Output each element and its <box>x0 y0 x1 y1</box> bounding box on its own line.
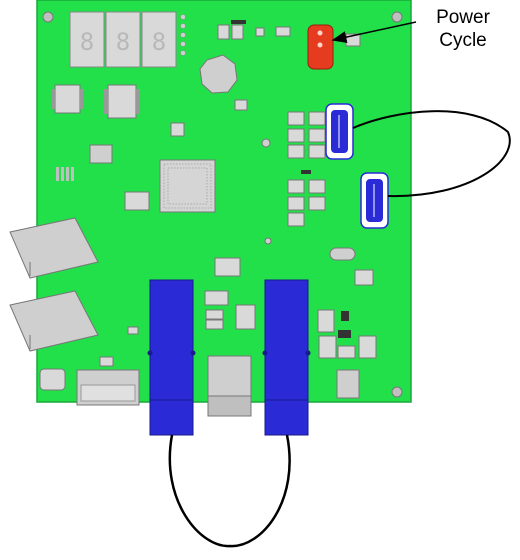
component <box>235 304 256 330</box>
transistor-group <box>287 111 326 159</box>
component <box>341 311 349 321</box>
seven-segment-display: 8 <box>69 11 105 68</box>
svg-text:8: 8 <box>116 28 130 56</box>
main-processor-chip <box>159 159 216 213</box>
ethernet-jack <box>9 217 99 279</box>
callout-arrow <box>331 21 417 44</box>
seven-segment-display: 8 <box>141 11 177 68</box>
seven-segment-display: 8 <box>105 11 141 68</box>
component <box>234 99 248 111</box>
component <box>354 269 374 286</box>
ic-chip <box>52 84 83 114</box>
component <box>338 330 351 338</box>
component <box>337 345 356 359</box>
component <box>127 326 139 335</box>
ethernet-jack <box>9 290 99 352</box>
callout-line-1: Power <box>436 7 490 28</box>
usb-port <box>325 103 354 160</box>
component <box>124 191 150 211</box>
test-point <box>261 138 271 148</box>
component <box>99 356 114 367</box>
component <box>255 27 265 37</box>
component <box>170 122 185 137</box>
component <box>214 257 241 277</box>
callout-line-2: Cycle <box>439 30 487 51</box>
component <box>336 369 360 399</box>
component <box>231 24 244 40</box>
blue-connector <box>147 279 196 436</box>
power-cycle-callout: Power Cycle <box>418 6 508 52</box>
bottom-button <box>39 368 66 391</box>
component <box>301 170 311 174</box>
transistor-group <box>287 179 326 227</box>
component <box>317 309 335 333</box>
bottom-header <box>80 384 136 402</box>
component <box>231 20 246 24</box>
component <box>89 144 113 164</box>
component <box>204 290 229 306</box>
component <box>318 335 337 359</box>
loopback-cable-bottom <box>168 434 291 548</box>
pin-header <box>56 167 74 181</box>
test-point <box>264 237 272 245</box>
ic-chip <box>104 84 140 119</box>
component <box>205 319 224 330</box>
octagon-component <box>199 54 238 94</box>
component <box>275 26 291 37</box>
power-jack <box>207 395 252 417</box>
svg-text:8: 8 <box>152 28 166 56</box>
svg-text:8: 8 <box>80 28 94 56</box>
power-button <box>307 24 334 70</box>
component <box>217 24 230 40</box>
led-column <box>180 14 186 56</box>
mounting-hole <box>391 11 403 23</box>
loopback-cable-right <box>352 110 511 198</box>
mounting-hole <box>42 11 54 23</box>
component <box>329 247 356 261</box>
usb-port <box>360 172 389 229</box>
component <box>205 309 224 320</box>
mounting-hole <box>391 386 403 398</box>
component <box>358 335 377 359</box>
blue-connector <box>262 279 311 436</box>
